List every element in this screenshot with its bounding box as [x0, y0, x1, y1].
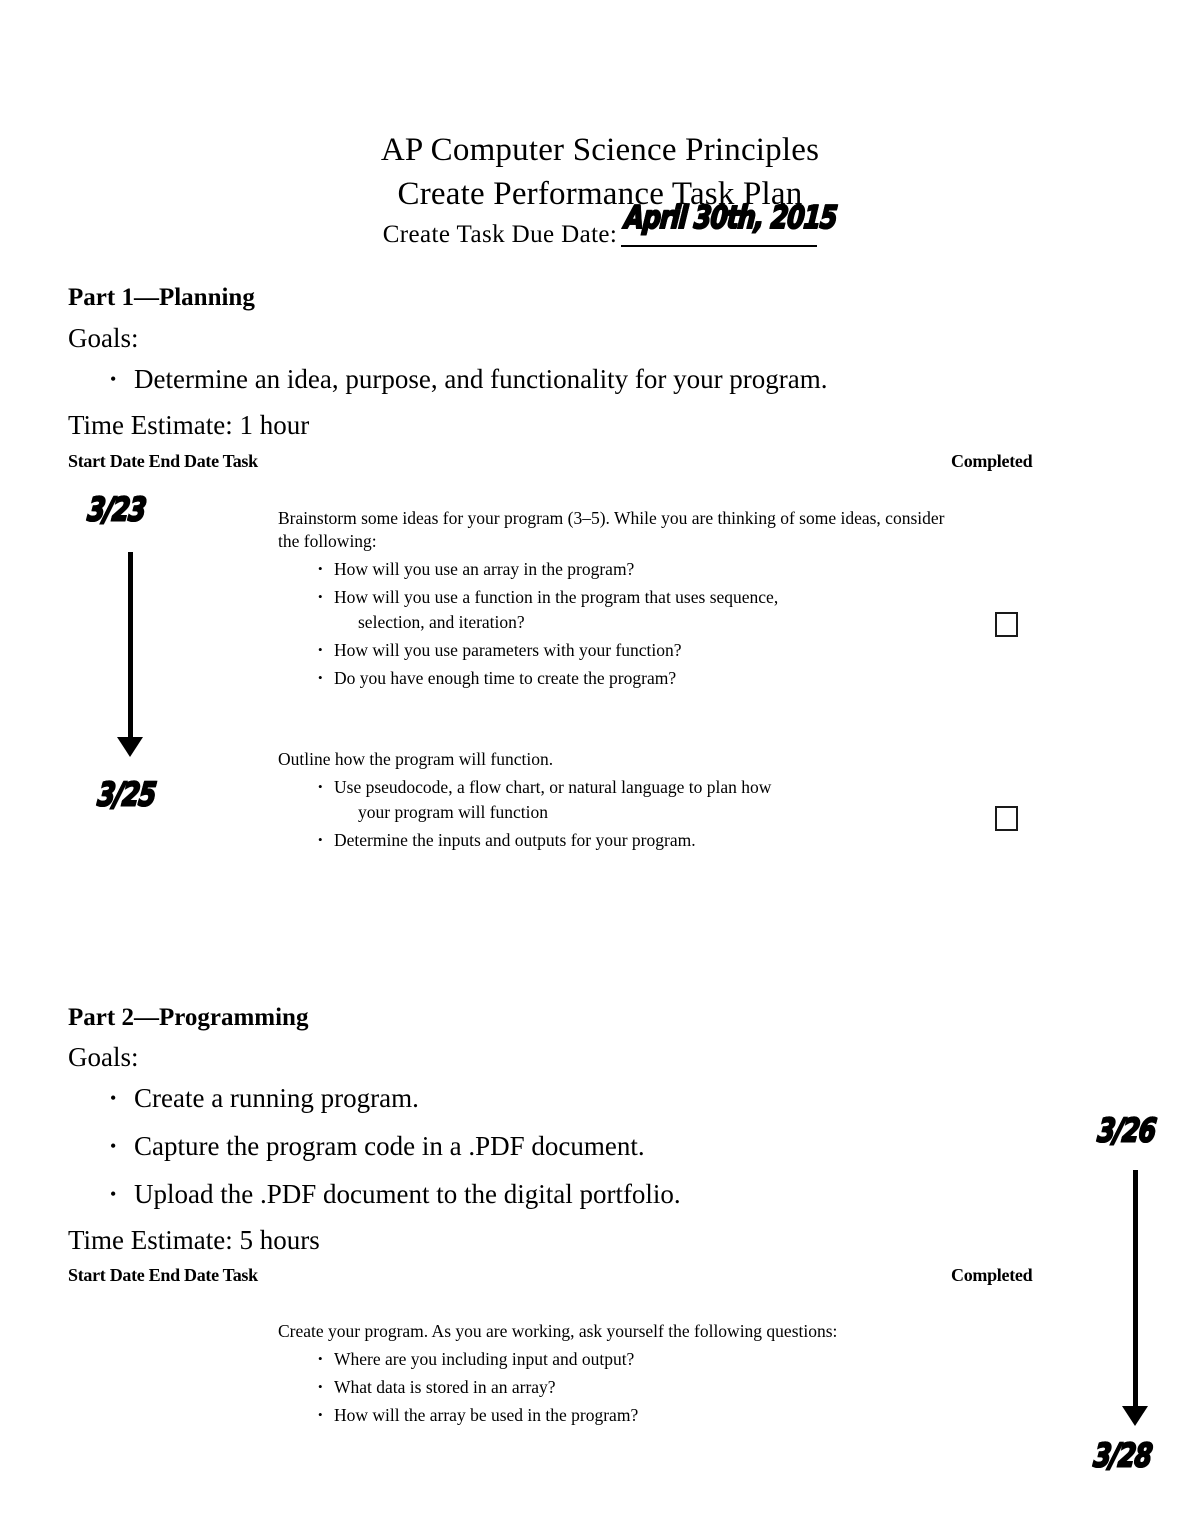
part-2-goal-item-2: • Capture the program code in a .PDF docu…	[110, 1129, 645, 1163]
task-bullet-text: How will you use parameters with your fu…	[334, 640, 682, 660]
part-1-task-2-completed-checkbox[interactable]	[995, 806, 1018, 831]
bullet-glyph: •	[110, 1088, 117, 1108]
bullet-glyph: •	[318, 642, 323, 657]
part-2-end-date-handwritten: 3/28	[1091, 1436, 1154, 1476]
task-bullet-text: How will you use an array in the program…	[334, 559, 635, 579]
task-bullet: • How will you use parameters with your f…	[278, 638, 968, 663]
due-date-handwritten-value: April 30th, 2015	[623, 198, 840, 236]
part-1-end-date-handwritten: 3/25	[95, 775, 158, 815]
bullet-glyph: •	[318, 1351, 323, 1366]
bullet-glyph: •	[110, 369, 117, 389]
bullet-glyph: •	[318, 832, 323, 847]
part-2-goals-label: Goals:	[68, 1042, 139, 1072]
bullet-glyph: •	[318, 1379, 323, 1394]
task-bullet-continuation: selection, and iteration?	[358, 612, 525, 632]
task-bullet-continuation: your program will function	[358, 802, 549, 822]
task-bullet-text: Determine the inputs and outputs for you…	[334, 830, 696, 850]
bullet-glyph: •	[318, 1407, 323, 1422]
part-2-goal-item-1: • Create a running program.	[110, 1081, 419, 1115]
part-1-goals-label: Goals:	[68, 323, 139, 353]
bullet-glyph: •	[318, 779, 323, 794]
part-2-time-estimate: Time Estimate: 5 hours	[68, 1225, 320, 1255]
part-1-task-2-bullets: • Use pseudocode, a flow chart, or natura…	[278, 775, 968, 853]
task-bullet: • How will you use a function in the prog…	[278, 585, 968, 635]
bullet-glyph: •	[318, 561, 323, 576]
part-2-heading: Part 2—Programming	[68, 1004, 309, 1031]
part-2-table-header-left: Start Date End Date Task	[68, 1265, 258, 1285]
task-bullet: • Determine the inputs and outputs for yo…	[278, 828, 968, 853]
task-bullet: • How will you use an array in the progra…	[278, 557, 968, 582]
part-2-goal-item-3: • Upload the .PDF document to the digital…	[110, 1177, 681, 1211]
part-2-goal-item-2-text: Capture the program code in a .PDF docum…	[134, 1131, 645, 1161]
task-bullet-text: Use pseudocode, a flow chart, or natural…	[334, 777, 772, 797]
part-2-goal-item-3-text: Upload the .PDF document to the digital …	[134, 1179, 681, 1209]
part-2-arrow-shaft	[1133, 1170, 1138, 1408]
part-1-goal-item-1: • Determine an idea, purpose, and functio…	[110, 362, 828, 396]
part-2-task-1: Create your program. As you are working,…	[278, 1320, 968, 1431]
bullet-glyph: •	[110, 1136, 117, 1156]
part-2-task-1-lead: Create your program. As you are working,…	[278, 1321, 838, 1341]
task-bullet-text: Do you have enough time to create the pr…	[334, 668, 677, 688]
part-2-start-date-handwritten: 3/26	[1095, 1111, 1158, 1151]
part-2-task-1-bullets: • Where are you including input and outpu…	[278, 1347, 968, 1428]
task-bullet: • How will the array be used in the progr…	[278, 1403, 968, 1428]
part-2-goal-item-1-text: Create a running program.	[134, 1083, 419, 1113]
task-bullet: • Use pseudocode, a flow chart, or natura…	[278, 775, 968, 825]
task-bullet-text: What data is stored in an array?	[334, 1377, 556, 1397]
part-1-task-1-lead: Brainstorm some ideas for your program (…	[278, 508, 945, 551]
task-bullet: • Where are you including input and outpu…	[278, 1347, 968, 1372]
due-date-line: Create Task Due Date:April 30th, 2015	[0, 198, 1200, 252]
document-title-line-1: AP Computer Science Principles	[380, 132, 820, 168]
part-1-table-header-left: Start Date End Date Task	[68, 451, 258, 471]
due-date-blank: April 30th, 2015	[621, 198, 839, 247]
part-1-start-date-handwritten: 3/23	[85, 490, 148, 530]
task-bullet-text: How will you use a function in the progr…	[334, 587, 779, 607]
part-1-heading: Part 1—Planning	[68, 284, 255, 311]
part-1-task-1-bullets: • How will you use an array in the progra…	[278, 557, 968, 691]
part-1-time-estimate: Time Estimate: 1 hour	[68, 410, 310, 440]
part-2-table-header-right: Completed	[951, 1265, 1033, 1285]
part-2-arrow-head	[1122, 1406, 1148, 1426]
part-1-arrow-shaft	[128, 552, 133, 739]
bullet-glyph: •	[318, 589, 323, 604]
bullet-glyph: •	[318, 670, 323, 685]
document-title-line-2: Create Performance Task Plan	[397, 176, 803, 212]
document-header: AP Computer Science Principles Create Pe…	[0, 128, 1200, 252]
task-bullet-text: Where are you including input and output…	[334, 1349, 635, 1369]
task-bullet: • What data is stored in an array?	[278, 1375, 968, 1400]
task-bullet: • Do you have enough time to create the p…	[278, 666, 968, 691]
part-1-task-2-lead: Outline how the program will function.	[278, 749, 554, 769]
part-1-goal-item-1-text: Determine an idea, purpose, and function…	[134, 364, 828, 394]
part-1-task-1: Brainstorm some ideas for your program (…	[278, 507, 968, 694]
task-bullet-text: How will the array be used in the progra…	[334, 1405, 639, 1425]
bullet-glyph: •	[110, 1184, 117, 1204]
part-1-task-2: Outline how the program will function. •…	[278, 748, 968, 856]
part-1-task-1-completed-checkbox[interactable]	[995, 612, 1018, 637]
due-date-label: Create Task Due Date:	[382, 221, 618, 248]
part-1-table-header-right: Completed	[951, 451, 1033, 471]
part-1-arrow-head	[117, 737, 143, 757]
